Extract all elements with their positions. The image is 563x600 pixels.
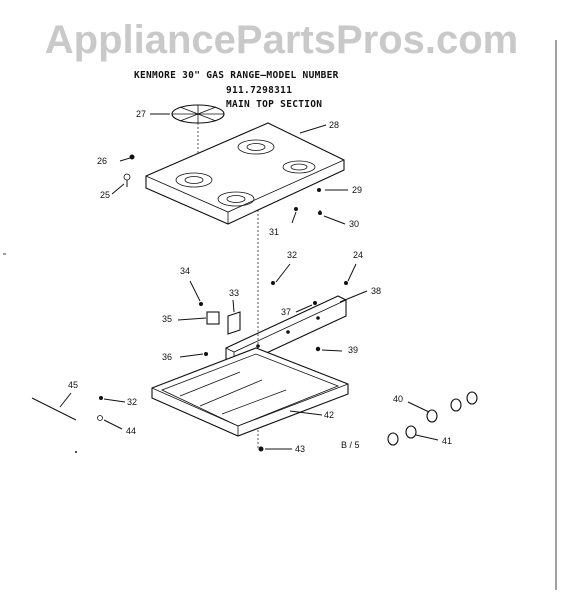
callout-40: 40 — [393, 394, 404, 404]
diagram-title-line3: MAIN TOP SECTION — [226, 99, 323, 110]
main-top-part — [145, 122, 345, 225]
callout-37: 37 — [281, 307, 292, 317]
callout-29: 29 — [352, 185, 363, 195]
fastener-parts-left — [111, 154, 135, 195]
burner-grate-part — [171, 104, 225, 172]
callout-31: 31 — [269, 227, 280, 237]
callout-43: 43 — [295, 444, 306, 454]
ignitor-rod-parts — [31, 392, 126, 430]
burner-box-part — [151, 347, 349, 437]
callout-32-bottom: 32 — [127, 397, 138, 407]
screw-43 — [258, 446, 292, 452]
callout-25: 25 — [100, 190, 111, 200]
fastener-parts-right — [291, 188, 348, 225]
page-reference: B / 5 — [341, 440, 360, 450]
callout-24: 24 — [353, 250, 364, 260]
callout-34: 34 — [180, 266, 191, 276]
burner-bracket-screws — [271, 263, 357, 285]
watermark-text: AppliancePartsPros.com — [44, 18, 519, 62]
control-knob-parts — [387, 391, 478, 446]
diagram-title-line2: 911.7298311 — [226, 85, 293, 96]
callout-36: 36 — [162, 352, 173, 362]
callout-30: 30 — [349, 219, 360, 229]
callout-39: 39 — [348, 345, 359, 355]
callout-35: 35 — [162, 314, 173, 324]
callout-44: 44 — [126, 426, 137, 436]
callout-38: 38 — [371, 286, 382, 296]
callout-41: 41 — [442, 436, 453, 446]
valve-bracket-parts — [177, 210, 259, 450]
callout-42: 42 — [324, 410, 335, 420]
leader-lines — [150, 113, 327, 134]
callout-28: 28 — [329, 120, 340, 130]
callout-33: 33 — [229, 288, 240, 298]
callout-45: 45 — [68, 380, 79, 390]
screw-39 — [315, 346, 343, 352]
callout-27: 27 — [136, 109, 147, 119]
callout-26: 26 — [97, 156, 108, 166]
callout-32-top: 32 — [287, 250, 298, 260]
scan-specks — [3, 40, 557, 590]
diagram-title-line1: KENMORE 30" GAS RANGE—MODEL NUMBER — [134, 70, 339, 81]
